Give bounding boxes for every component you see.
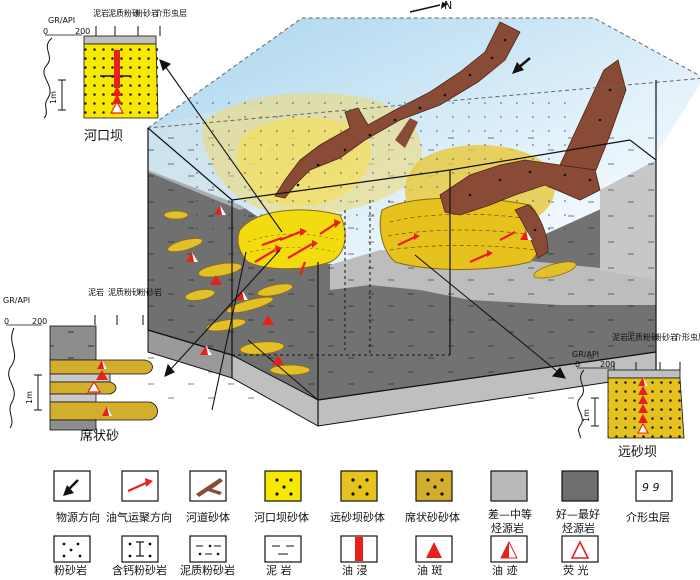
section-title: 远砂坝 <box>618 445 657 460</box>
legend-label: 远砂坝砂体 <box>330 510 385 524</box>
legend-label: 泥质粉砂岩 <box>180 563 235 576</box>
legend-item: 河道砂体 <box>186 471 230 524</box>
section-title: 河口坝 <box>84 129 123 144</box>
legend-label: 含钙粉砂岩 <box>112 563 167 576</box>
legend-label: 烃源岩 <box>562 521 595 535</box>
column-label-4: 介形虫层 <box>674 332 700 342</box>
north-label: N <box>444 0 452 12</box>
legend-label: 差—中等 <box>488 507 532 521</box>
argillaceous-siltstone-icon <box>190 536 226 562</box>
mudstone-icon <box>265 536 301 562</box>
legend-item: 差—中等 烃源岩 <box>488 471 532 535</box>
gr-label: GR/API <box>48 16 75 25</box>
legend-item: 9 9 介形虫层 <box>626 471 672 524</box>
column-label-1: 泥岩 <box>612 332 628 342</box>
column-label-4: 介形虫层 <box>155 8 187 18</box>
legend-item: 油 浸 <box>341 536 377 576</box>
legend-item: 物源方向 <box>54 471 100 524</box>
section-xizhuangsha: GR/API 0 200 泥岩 泥质粉砂 粉砂岩 1m 席状砂 <box>3 287 162 444</box>
legend-label: 油 浸 <box>342 563 368 576</box>
scale-label: 1m <box>582 409 591 422</box>
legend-label: 好—最好 <box>556 507 600 521</box>
legend-label: 泥 岩 <box>266 563 292 576</box>
legend-item: 油气运聚方向 <box>106 471 172 524</box>
legend-label: 烃源岩 <box>491 521 524 535</box>
legend-label: 席状砂砂体 <box>405 510 460 524</box>
legend-label: 河口坝砂体 <box>254 510 309 524</box>
column-label-3: 粉砂岩 <box>138 287 162 297</box>
column-label-2: 泥质粉砂 <box>108 287 140 297</box>
legend-label: 油 斑 <box>417 563 443 576</box>
legend-item: 油 斑 <box>416 536 452 576</box>
legend-item: 远砂坝砂体 <box>330 471 385 524</box>
section-title: 席状砂 <box>80 428 119 444</box>
legend-item: 席状砂砂体 <box>405 471 460 524</box>
legend-label: 河道砂体 <box>186 510 230 524</box>
gr-label: GR/API <box>572 350 599 359</box>
legend-item: 好—最好 烃源岩 <box>556 471 600 535</box>
legend-item: 荧 光 <box>562 536 598 576</box>
column-label-1: 泥岩 <box>93 8 109 18</box>
legend-item: 油 迹 <box>491 536 527 576</box>
legend-label: 油气运聚方向 <box>106 510 172 524</box>
legend-item: 河口坝砂体 <box>254 471 309 524</box>
legend-label: 荧 光 <box>563 563 589 576</box>
block-diagram: N <box>148 0 700 426</box>
good-best-source-rock-icon <box>562 471 598 501</box>
poor-medium-source-rock-icon <box>491 471 527 501</box>
legend-item: 粉砂岩 <box>54 536 90 576</box>
scale-label: 1m <box>49 91 58 104</box>
legend-label: 粉砂岩 <box>54 563 87 576</box>
siltstone-icon <box>54 536 90 562</box>
ostracod-glyph: 9 9 <box>642 481 660 494</box>
legend-item: 泥 岩 <box>265 536 301 576</box>
legend: 物源方向 油气运聚方向 河道砂体 河口坝砂体 远砂坝砂体 <box>54 471 672 576</box>
scale-label: 1m <box>25 391 34 404</box>
column-label-1: 泥岩 <box>88 287 104 297</box>
legend-item: 含钙粉砂岩 <box>112 536 167 576</box>
gr-label: GR/API <box>3 296 30 305</box>
legend-label: 油 迹 <box>492 563 518 576</box>
north-arrow: N <box>410 0 452 12</box>
legend-label: 介形虫层 <box>626 511 670 524</box>
legend-item: 泥质粉砂岩 <box>180 536 235 576</box>
legend-label: 物源方向 <box>56 510 100 524</box>
